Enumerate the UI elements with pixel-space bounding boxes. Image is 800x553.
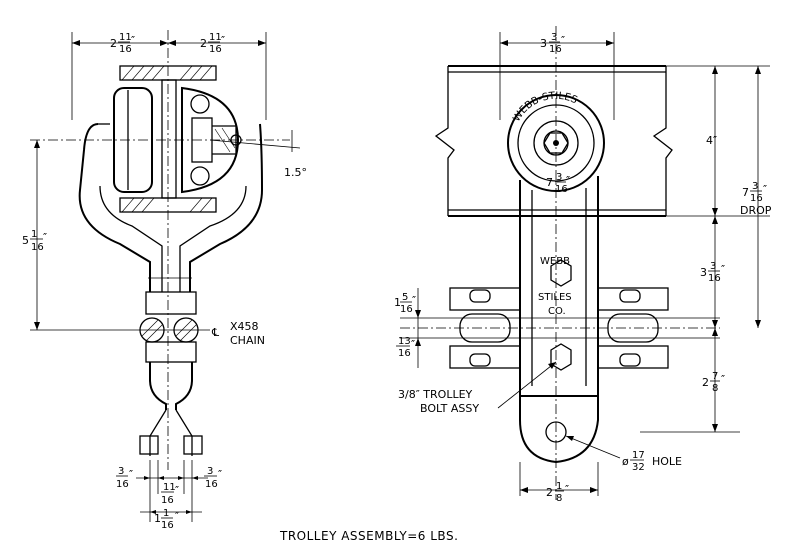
dim-lower-right: 2 7 8 ″ (702, 371, 725, 394)
dim-bot-right: 3 16 ″ (204, 466, 222, 490)
svg-text:11: 11 (209, 32, 222, 43)
hole-label: ø 17 32 HOLE (622, 450, 682, 473)
svg-text:1: 1 (394, 296, 401, 309)
svg-text:″: ″ (175, 484, 179, 497)
svg-text:13: 13 (398, 336, 411, 347)
svg-text:″: ″ (412, 294, 416, 307)
svg-text:11: 11 (119, 32, 132, 43)
svg-text:8: 8 (712, 383, 718, 394)
svg-text:16: 16 (31, 242, 44, 253)
svg-text:1: 1 (31, 229, 37, 240)
svg-text:3: 3 (710, 261, 716, 272)
svg-text:2: 2 (702, 376, 709, 389)
svg-text:″: ″ (131, 34, 135, 47)
svg-text:1: 1 (154, 512, 161, 525)
svg-text:7: 7 (546, 176, 553, 189)
svg-text:16: 16 (116, 479, 129, 490)
dim-4: 4″ (706, 134, 717, 147)
svg-text:7: 7 (712, 371, 718, 382)
chain-label: X458 (230, 320, 259, 333)
svg-text:2: 2 (546, 486, 553, 499)
svg-text:3: 3 (551, 32, 557, 43)
bolt-label-2: BOLT ASSY (420, 402, 479, 415)
svg-text:″: ″ (565, 483, 569, 496)
svg-text:HOLE: HOLE (652, 455, 682, 468)
svg-text:″: ″ (411, 338, 415, 351)
svg-text:16: 16 (119, 44, 132, 55)
dim-bottom-front: 2 1 8 ″ (546, 481, 569, 504)
svg-text:3: 3 (556, 172, 562, 183)
stamp-line-1: WEBB (540, 256, 570, 267)
svg-text:″: ″ (721, 373, 725, 386)
svg-text:″: ″ (221, 34, 225, 47)
svg-text:″: ″ (175, 510, 179, 523)
svg-text:17: 17 (632, 450, 645, 461)
svg-text:8: 8 (556, 493, 562, 504)
dim-bot-mid: 11 16 ″ (161, 482, 179, 506)
dim-top-front: 3 3 16 ″ (540, 32, 565, 55)
svg-text:16: 16 (555, 184, 568, 195)
svg-text:″: ″ (129, 468, 133, 481)
svg-text:3: 3 (207, 466, 213, 477)
dim-mid: 3 3 16 ″ (700, 261, 725, 284)
svg-text:16: 16 (161, 520, 174, 531)
svg-text:″: ″ (566, 174, 570, 187)
svg-text:DROP: DROP (740, 204, 772, 217)
svg-text:5: 5 (22, 234, 29, 247)
stamp-line-2: STILES (538, 292, 572, 303)
svg-text:7: 7 (742, 186, 749, 199)
svg-text:5: 5 (402, 292, 408, 303)
svg-text:16: 16 (398, 348, 411, 359)
svg-text:2: 2 (200, 37, 207, 50)
svg-text:″: ″ (43, 231, 47, 244)
svg-text:ø: ø (622, 455, 629, 468)
svg-text:3: 3 (540, 37, 547, 50)
svg-text:3: 3 (752, 181, 758, 192)
svg-text:″: ″ (721, 263, 725, 276)
svg-text:″: ″ (763, 183, 767, 196)
dim-height: 5 1 16 ″ (22, 229, 47, 253)
svg-text:2: 2 (110, 37, 117, 50)
chain-sub-label: CHAIN (230, 334, 265, 347)
bolt-label-1: 3/8″ TROLLEY (398, 388, 473, 401)
svg-text:3: 3 (700, 266, 707, 279)
svg-text:16: 16 (708, 273, 721, 284)
svg-text:16: 16 (750, 193, 763, 204)
svg-text:32: 32 (632, 462, 645, 473)
svg-text:11: 11 (163, 482, 176, 493)
stamp-line-3: CO. (548, 306, 566, 317)
svg-text:1: 1 (163, 508, 169, 519)
dim-wheel: 7 3 16 ″ (546, 172, 570, 195)
svg-text:16: 16 (205, 479, 218, 490)
svg-text:16: 16 (549, 44, 562, 55)
dim-bot-left: 3 16 ″ (116, 466, 133, 490)
dim-drop: 7 3 16 ″ DROP (740, 181, 772, 217)
svg-text:1: 1 (556, 481, 562, 492)
centerline-symbol: ℄ (211, 326, 219, 339)
svg-text:16: 16 (161, 495, 174, 506)
svg-text:″: ″ (218, 468, 222, 481)
svg-text:3: 3 (118, 466, 124, 477)
svg-text:″: ″ (561, 34, 565, 47)
angle-label: 1.5° (284, 166, 307, 179)
front-view: 3 3 16 ″ WEBB-STILES 7 3 16 ″ (394, 26, 772, 504)
svg-text:16: 16 (209, 44, 222, 55)
dim-pin-upper: 1 5 16 ″ (394, 292, 416, 315)
dim-top-right: 2 11 16 ″ (200, 32, 225, 55)
dim-top-left: 2 11 16 ″ (110, 32, 135, 55)
side-view: 2 11 16 ″ 2 11 16 ″ (22, 30, 307, 531)
svg-text:16: 16 (400, 304, 413, 315)
dim-pin-lower: 13 16 ″ (396, 336, 415, 359)
caption: TROLLEY ASSEMBLY=6 LBS. (279, 529, 458, 543)
dim-bot-total: 1 1 16 ″ (154, 508, 179, 531)
